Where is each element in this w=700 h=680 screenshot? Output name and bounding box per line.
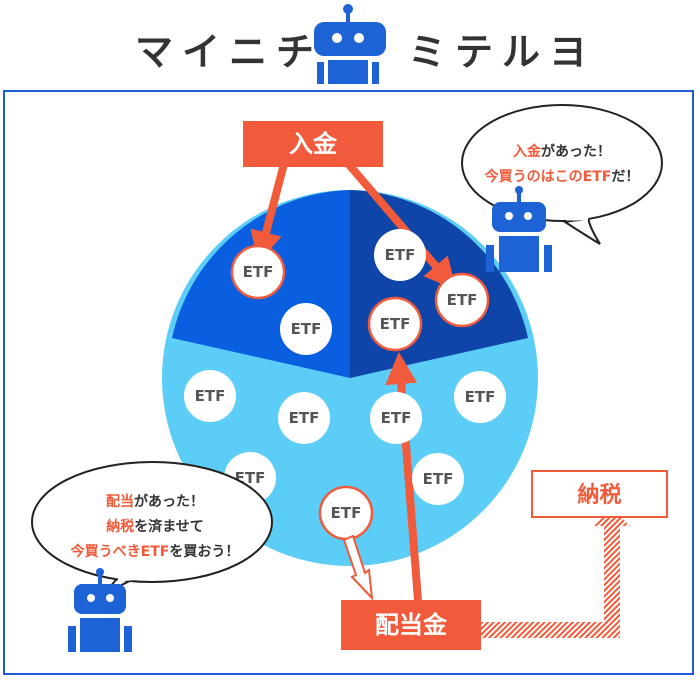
svg-text:ETF: ETF xyxy=(447,291,478,309)
speech-bubble-top-text: 入金があった！ 今買うのはこのETFだ！ xyxy=(462,140,662,190)
etf-circle-12: ETF xyxy=(318,485,374,541)
robot-bottom-icon xyxy=(68,568,132,652)
svg-text:ETF: ETF xyxy=(380,315,411,333)
svg-text:ETF: ETF xyxy=(243,263,274,281)
svg-text:ETF: ETF xyxy=(381,409,412,427)
bubble-bottom-line1-highlight: 配当 xyxy=(106,494,134,510)
bubble-bottom-line3-post: を買おう！ xyxy=(169,544,240,560)
etf-circle-2: ETF xyxy=(280,303,332,355)
svg-text:ETF: ETF xyxy=(385,246,416,264)
etf-circle-3: ETF xyxy=(374,229,426,281)
svg-text:ETF: ETF xyxy=(331,504,362,522)
svg-text:ETF: ETF xyxy=(289,409,320,427)
robot-top-icon xyxy=(486,186,552,272)
svg-text:ETF: ETF xyxy=(291,320,322,338)
dividend-to-tax-arrow xyxy=(481,508,630,638)
speech-bubble-top xyxy=(461,104,663,245)
bubble-bottom-line3-highlight: ETF xyxy=(140,544,170,560)
deposit-arrows xyxy=(250,157,457,291)
etf-circles: ETF ETF ETF ETF ETF ETF ETF ETF ETF ETF … xyxy=(184,229,506,541)
etf-circle-8: ETF xyxy=(370,392,422,444)
bubble-top-line2-pre: 今買うのはこの xyxy=(484,169,583,185)
bubble-bottom-line1-rest: があった！ xyxy=(134,494,204,510)
etf-circle-7: ETF xyxy=(278,392,330,444)
svg-text:ETF: ETF xyxy=(195,387,226,405)
diagram-frame xyxy=(3,90,694,675)
etf-circle-4: ETF xyxy=(434,272,490,328)
dividend-label: 配当金 xyxy=(341,600,481,650)
etf-circle-5: ETF xyxy=(367,296,423,352)
svg-text:ETF: ETF xyxy=(423,470,454,488)
etf-circle-9: ETF xyxy=(454,371,506,423)
bubble-top-line1-rest: があった！ xyxy=(541,144,611,160)
speech-bubble-bottom-text: 配当があった！ 納税を済ませて 今買うべきETFを買おう！ xyxy=(40,490,270,565)
title-bar: マイニチ ミテルヨ xyxy=(0,0,700,90)
bubble-bottom-line2-rest: を済ませて xyxy=(134,519,204,535)
etf-circle-11: ETF xyxy=(412,453,464,505)
title-right: ミテルヨ xyxy=(408,30,597,74)
bubble-bottom-line2-highlight: 納税 xyxy=(106,519,135,535)
svg-text:ETF: ETF xyxy=(465,388,496,406)
etf-to-dividend-arrow xyxy=(342,534,374,601)
etf-circle-1: ETF xyxy=(230,244,286,300)
deposit-label: 入金 xyxy=(243,121,383,167)
etf-circle-6: ETF xyxy=(184,370,236,422)
title-robot-icon xyxy=(314,4,386,84)
bubble-top-line2-post: だ！ xyxy=(611,169,640,185)
bubble-top-line2-highlight: ETF xyxy=(582,169,612,185)
title-left: マイニチ xyxy=(135,30,324,74)
bubble-bottom-line3-pre: 今買うべき xyxy=(70,544,141,560)
bubble-top-line1-highlight: 入金 xyxy=(513,144,541,160)
tax-label: 納税 xyxy=(531,470,668,518)
